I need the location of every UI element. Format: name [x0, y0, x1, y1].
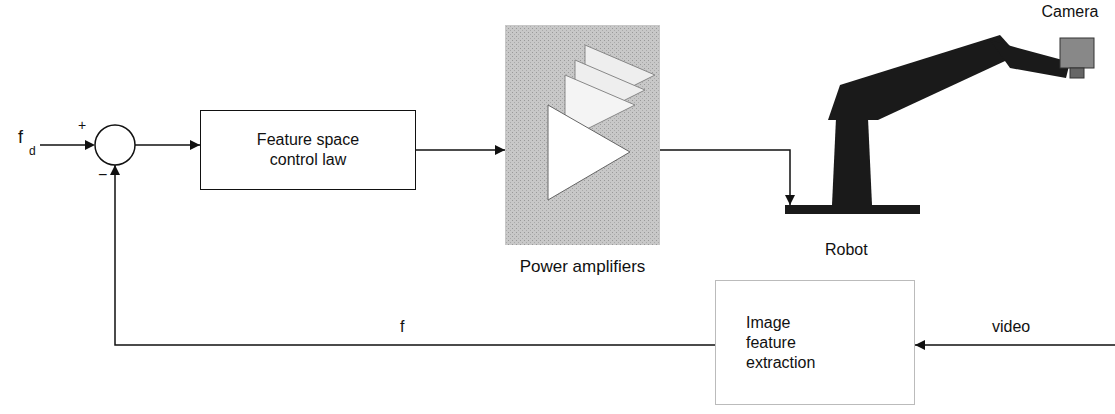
- signal-connector: [915, 80, 1115, 350]
- robot: Robot: [785, 45, 1025, 205]
- robot-arm: [785, 35, 1070, 214]
- signal-name: f: [16, 128, 25, 146]
- amplifier-panel: [505, 25, 660, 245]
- arrow-head: [495, 145, 505, 155]
- node-label: Robot: [825, 240, 868, 260]
- signal-name: video: [990, 318, 1032, 336]
- arrow-head: [110, 165, 120, 175]
- summing-junction: [95, 125, 135, 165]
- connector-line: [915, 80, 1115, 345]
- signal-name: d: [27, 142, 38, 160]
- node-label: Camera: [1030, 2, 1110, 22]
- input-line: [40, 144, 88, 146]
- arrow-head: [915, 340, 925, 350]
- arrow-head: [85, 140, 95, 150]
- process-box: Feature space control law: [200, 110, 416, 190]
- node-label: Image feature extraction: [746, 313, 836, 373]
- amplifier-symbol: [548, 45, 655, 200]
- camera: Camera: [1030, 2, 1110, 80]
- connector-line: [115, 165, 715, 345]
- amplifier-block: Power amplifiers: [505, 25, 660, 245]
- arrow-head: [190, 140, 200, 150]
- connector-line: [660, 150, 790, 205]
- sign-mark: −: [96, 166, 109, 184]
- sign-mark: +: [76, 116, 88, 134]
- camera-icon: [1060, 38, 1094, 78]
- signal-connector: [660, 150, 795, 205]
- node-label: Feature space control law: [253, 130, 363, 170]
- arrow-head: [785, 195, 795, 205]
- signal-name: f: [398, 318, 406, 336]
- connector-line: [416, 149, 505, 151]
- node-label: Power amplifiers: [505, 257, 660, 277]
- process-box: Image feature extraction: [715, 280, 915, 405]
- signal-connector: [416, 145, 505, 155]
